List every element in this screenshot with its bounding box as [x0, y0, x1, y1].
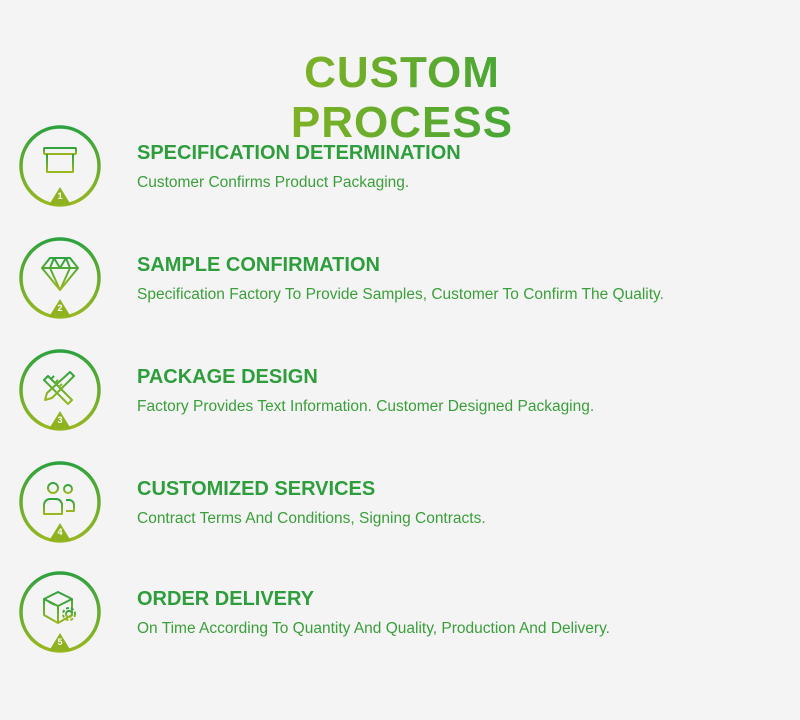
step-number: 3	[57, 415, 63, 425]
step-badge: 4	[18, 460, 102, 544]
step-badge: 5	[18, 570, 102, 654]
process-step: 2 SAMPLE CONFIRMATION Specification Fact…	[0, 236, 800, 326]
process-step: 4 CUSTOMIZED SERVICES Contract Terms And…	[0, 460, 800, 550]
step-title: ORDER DELIVERY	[137, 588, 315, 610]
step-title: PACKAGE DESIGN	[137, 366, 318, 388]
step-number: 5	[57, 637, 63, 647]
step-number: 4	[57, 527, 63, 537]
step-title: SAMPLE CONFIRMATION	[137, 254, 380, 276]
step-title: CUSTOMIZED SERVICES	[137, 478, 376, 500]
step-description: On Time According To Quantity And Qualit…	[137, 620, 610, 637]
box-icon	[19, 125, 101, 207]
process-step: 5 ORDER DELIVERY On Time According To Qu…	[0, 570, 800, 660]
step-title: SPECIFICATION DETERMINATION	[137, 142, 461, 164]
pencil-ruler-icon	[19, 349, 101, 431]
number-triangle	[49, 299, 71, 317]
process-step: 1 SPECIFICATION DETERMINATION Customer C…	[0, 124, 800, 214]
page-title: CUSTOM PROCESS	[192, 48, 612, 148]
users-icon	[19, 461, 101, 543]
package-gear-icon	[19, 571, 101, 653]
step-badge: 3	[18, 348, 102, 432]
step-description: Customer Confirms Product Packaging.	[137, 174, 410, 191]
diamond-icon	[19, 237, 101, 319]
step-number: 2	[57, 303, 63, 313]
number-triangle	[49, 187, 71, 205]
step-badge: 1	[18, 124, 102, 208]
step-description: Factory Provides Text Information. Custo…	[137, 398, 595, 415]
step-description: Contract Terms And Conditions, Signing C…	[137, 510, 486, 527]
step-number: 1	[57, 191, 63, 201]
number-triangle	[49, 411, 71, 429]
step-badge: 2	[18, 236, 102, 320]
step-description: Specification Factory To Provide Samples…	[137, 286, 664, 303]
process-step: 3 PACKAGE DESIGN Factory Provides Text I…	[0, 348, 800, 438]
number-triangle	[49, 633, 71, 651]
number-triangle	[49, 523, 71, 541]
